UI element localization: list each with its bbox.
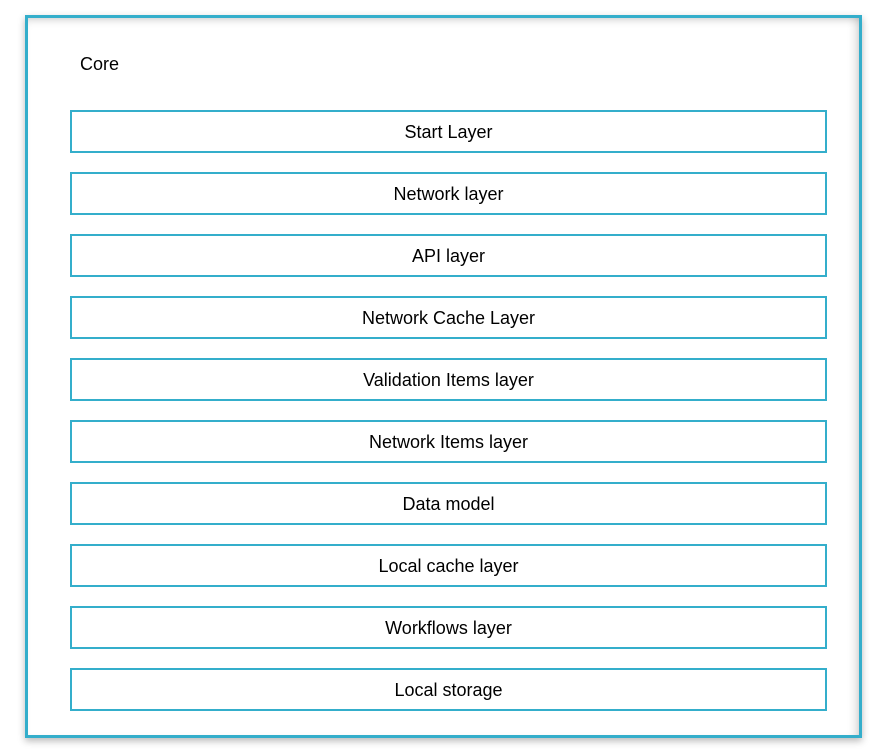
layer-label: Data model <box>402 493 495 514</box>
layer-box-start-layer: Start Layer <box>70 110 827 153</box>
layer-box-local-cache-layer: Local cache layer <box>70 544 827 587</box>
layer-label: Local cache layer <box>378 555 519 576</box>
layer-label: Network layer <box>393 183 504 204</box>
layer-label: Start Layer <box>404 121 493 142</box>
layer-label: Workflows layer <box>385 617 512 638</box>
layer-box-network-cache-layer: Network Cache Layer <box>70 296 827 339</box>
layer-box-network-layer: Network layer <box>70 172 827 215</box>
layer-label: Network Cache Layer <box>361 307 536 328</box>
layer-box-local-storage: Local storage <box>70 668 827 711</box>
layer-box-workflows-layer: Workflows layer <box>70 606 827 649</box>
core-container-label: Core <box>80 54 120 74</box>
layer-stack: Start Layer Network layer API layer Netw… <box>70 110 827 711</box>
layer-box-data-model: Data model <box>70 482 827 525</box>
layer-label: Local storage <box>394 679 503 700</box>
layer-box-api-layer: API layer <box>70 234 827 277</box>
layer-box-validation-items-layer: Validation Items layer <box>70 358 827 401</box>
layer-label: API layer <box>411 245 486 266</box>
core-container: Core Start Layer Network layer API layer… <box>25 15 862 738</box>
layer-label: Validation Items layer <box>363 369 534 390</box>
layer-label: Network Items layer <box>368 431 529 452</box>
layer-box-network-items-layer: Network Items layer <box>70 420 827 463</box>
